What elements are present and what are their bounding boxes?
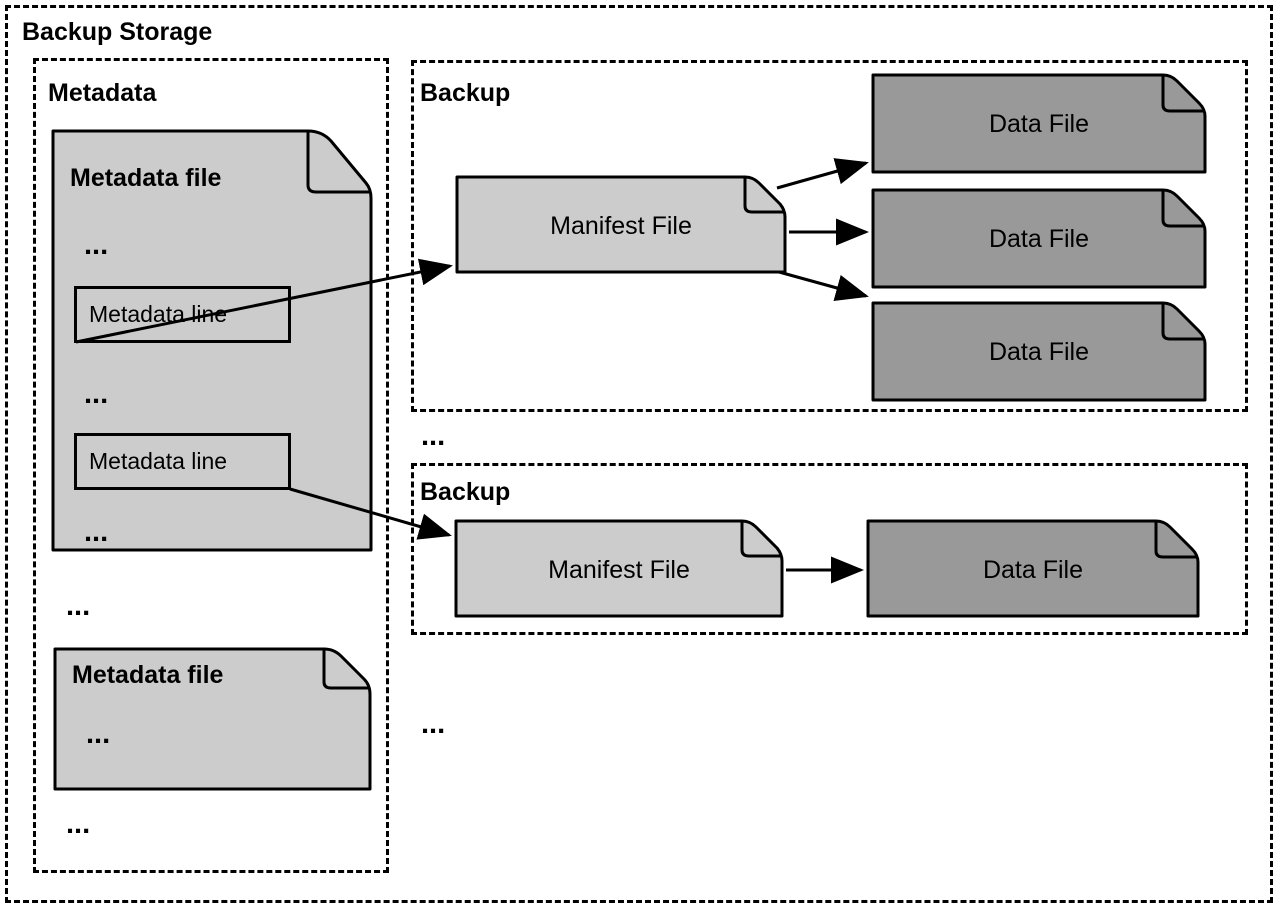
backup-2-container [411,463,1248,635]
manifest-file-2-label: Manifest File [548,556,690,584]
data-file-1-1[interactable]: Data File [871,73,1207,174]
backups-ellipsis-between: ... [421,420,446,452]
manifest-file-1-label: Manifest File [550,212,692,240]
data-file-1-1-shape [871,73,1207,174]
metadata-line-2[interactable]: Metadata line [74,433,291,490]
data-file-2-1[interactable]: Data File [866,519,1200,618]
metadata-section-container [33,58,389,873]
backup-storage-title: Backup Storage [22,18,213,46]
manifest-file-1[interactable]: Manifest File [455,175,787,274]
metadata-ellipsis-after-files: ... [66,808,91,840]
manifest-file-2[interactable]: Manifest File [454,519,784,618]
backups-ellipsis-after: ... [421,708,446,740]
metadata-line-2-label: Metadata line [89,448,228,474]
backup-1-container [411,60,1248,412]
backup-1-title: Backup [420,79,511,107]
metadata-file-1-ellipsis-middle: ... [84,378,109,410]
metadata-file-2-ellipsis-inside: ... [86,718,111,750]
metadata-file-1[interactable]: Metadata file ... Metadata line ... Meta… [50,128,373,553]
metadata-line-1[interactable]: Metadata line [74,286,291,343]
manifest-file-1-shape [455,175,787,274]
metadata-line-1-label: Metadata line [89,301,228,327]
data-file-1-2-label: Data File [988,225,1090,253]
manifest-file-2-shape [454,519,784,618]
data-file-1-2-shape [871,188,1207,289]
data-file-2-1-label: Data File [982,556,1084,584]
data-file-1-3[interactable]: Data File [871,301,1207,402]
metadata-file-2[interactable]: Metadata file ... [52,646,372,792]
backup-2-title: Backup [420,478,511,506]
metadata-file-1-label: Metadata file [70,164,222,192]
backup-storage-container [5,5,1273,903]
data-file-1-1-label: Data File [988,110,1090,138]
data-file-2-1-shape [866,519,1200,618]
metadata-file-1-ellipsis-top: ... [84,229,109,261]
metadata-ellipsis-between-files: ... [66,590,91,622]
metadata-file-2-label: Metadata file [72,661,224,689]
metadata-section-title: Metadata [48,79,157,107]
data-file-1-2[interactable]: Data File [871,188,1207,289]
data-file-1-3-label: Data File [988,338,1090,366]
data-file-1-3-shape [871,301,1207,402]
metadata-file-2-shape [53,647,372,791]
metadata-file-1-ellipsis-bottom: ... [84,516,109,548]
